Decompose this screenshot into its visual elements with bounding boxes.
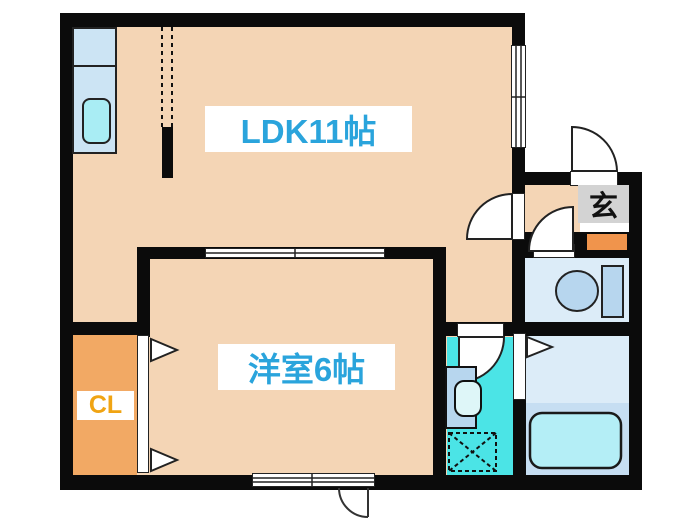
window-right-mullions (511, 46, 526, 147)
bathroom-door-triangle-icon (526, 335, 555, 359)
kitchen-partition-post (162, 127, 173, 178)
toilet-tank-icon (601, 265, 624, 318)
closet-door-leaf (137, 335, 149, 473)
wall-bath-left (513, 400, 526, 475)
wall-bedroom-left (137, 247, 150, 337)
closet-door-triangle-bottom-icon (150, 447, 180, 473)
entrance-label: 玄 (578, 185, 629, 223)
bathtub-icon (528, 411, 623, 470)
wall-right-outer (629, 172, 642, 490)
wall-closet-top (60, 322, 150, 335)
wall-ldk-right-b (512, 148, 525, 193)
bedroom-label: 洋室6帖 (218, 344, 395, 390)
entrance-step (587, 234, 627, 250)
window-bottom-mullions (252, 473, 375, 487)
wall-ldk-right-a (512, 13, 525, 45)
bathroom-door-leaf (513, 333, 526, 400)
kitchen-sink-icon (82, 98, 111, 144)
closet-label-text: CL (88, 391, 123, 419)
bedroom-label-text: 洋室6帖 (247, 351, 366, 388)
vanity-basin-icon (454, 380, 482, 417)
closet-label: CL (77, 391, 134, 420)
wall-left (60, 13, 73, 490)
toilet-bowl-icon (555, 270, 599, 312)
ldk-label: LDK11帖 (205, 106, 412, 152)
sliding-door-track-lines (205, 248, 385, 258)
hall-door-swing-icon (465, 192, 513, 240)
kitchen-partition-dashed-line (161, 27, 173, 127)
wall-bedroom-right (433, 247, 446, 475)
wall-entrance-top-left (513, 172, 570, 185)
wall-ldk-right-c (512, 240, 525, 336)
ldk-label-text: LDK11帖 (240, 113, 377, 150)
washer-pan-icon (448, 432, 497, 472)
balcony-door-swing-icon (338, 487, 369, 518)
toilet-door-swing-icon (527, 205, 574, 252)
wall-entrance-top-right (618, 172, 642, 185)
entrance-label-text: 玄 (588, 191, 618, 223)
washer-pan-cross-icon (448, 432, 497, 472)
closet-door-triangle-top-icon (150, 337, 180, 363)
entrance-door-swing-icon (571, 125, 619, 172)
wall-top (60, 13, 525, 27)
window-bedroom-bottom (252, 473, 375, 487)
